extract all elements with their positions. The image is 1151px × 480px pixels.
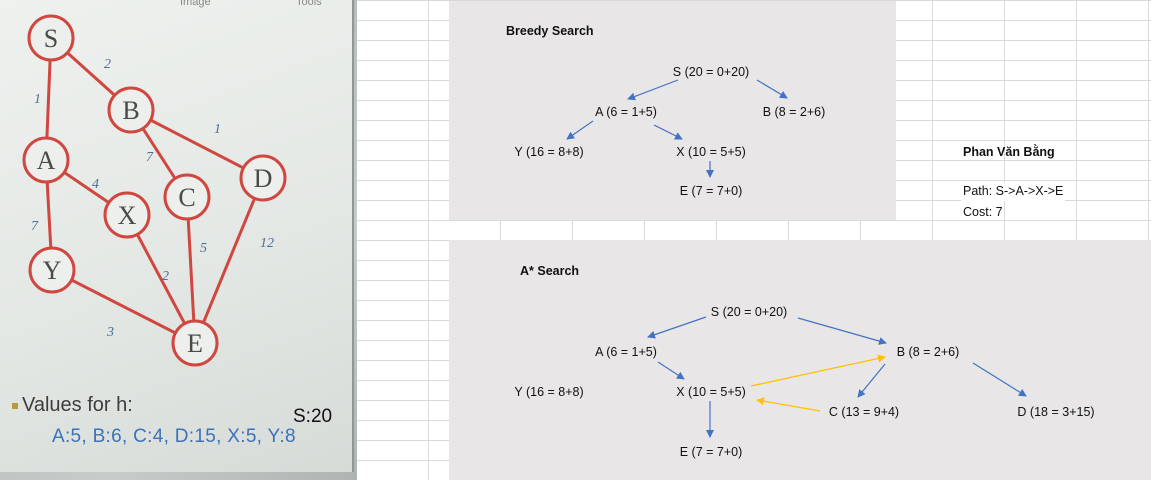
graph-node-a: [22, 136, 70, 184]
start-heuristic-value: S:20: [293, 406, 333, 427]
graph-node-label: S: [44, 24, 58, 53]
astar-node-b: B (8 = 2+6): [896, 345, 960, 359]
graph-node-label: A: [37, 146, 56, 175]
edge-weight-label: 1: [34, 92, 41, 107]
graph-node-label: B: [122, 96, 139, 125]
author-name: Phan Văn Bằng: [963, 145, 1055, 159]
astar-node-x: X (10 = 5+5): [676, 385, 746, 399]
graph-edges: [44, 36, 265, 345]
astar-node-y: Y (16 = 8+8): [514, 385, 584, 399]
greedy-title: Breedy Search: [506, 24, 594, 38]
edge-weight-label: 7: [31, 219, 39, 234]
greedy-node-x: X (10 = 5+5): [676, 145, 746, 159]
values-title: Values for h:: [12, 394, 133, 417]
graph-node-x: [103, 191, 151, 239]
graph-node-s: [27, 14, 75, 62]
graph-node-e: [171, 319, 219, 367]
graph-node-label: Y: [43, 256, 62, 285]
result-path: Path: S->A->X->E: [963, 184, 1064, 198]
graph-node-b: [107, 86, 155, 134]
edge-weight-label: 2: [162, 269, 169, 284]
edge-weight-label: 2: [104, 57, 111, 72]
path-cell-bg: [961, 183, 1065, 201]
edge-weight-label: 5: [200, 241, 207, 256]
astar-title: A* Search: [520, 264, 580, 278]
bullet-icon: [12, 402, 18, 409]
astar-node-d: D (18 = 3+15): [1017, 405, 1095, 419]
greedy-node-a: A (6 = 1+5): [595, 105, 657, 119]
values-title-text: Values for h:: [22, 394, 133, 416]
photo-top-label-image: Image: [180, 0, 211, 8]
graph-node-label: D: [254, 164, 273, 193]
greedy-node-e: E (7 = 7+0): [679, 184, 743, 198]
graph-photo: Image Tools S B A: [0, 0, 357, 480]
astar-node-e: E (7 = 7+0): [679, 445, 743, 459]
edge-weight-label: 3: [106, 325, 114, 340]
edge-y-e: [51, 268, 196, 345]
greedy-node-s: S (20 = 0+20): [672, 65, 750, 79]
graph-node-y: [28, 246, 76, 294]
greedy-node-b: B (8 = 2+6): [762, 105, 826, 119]
astar-node-c: C (13 = 9+4): [828, 405, 900, 419]
edge-weight-label: 7: [146, 150, 154, 165]
edge-x-e: [125, 214, 197, 344]
greedy-node-y: Y (16 = 8+8): [514, 145, 584, 159]
edge-weight-label: 12: [260, 236, 274, 251]
greedy-search-panel[interactable]: [449, 1, 896, 220]
edge-b-d: [130, 108, 264, 180]
graph-node-d: [239, 154, 287, 202]
edge-weight-label: 4: [92, 177, 99, 192]
graph-node-c: [163, 173, 211, 221]
astar-node-s: S (20 = 0+20): [710, 305, 788, 319]
paper-sheet: Image Tools: [0, 0, 354, 472]
graph-node-label: X: [118, 201, 137, 230]
graph-drawing: S B A C X D Y E 2 1 7 1 4 7 5 2 12 3: [22, 14, 287, 367]
graph-node-label: E: [187, 329, 203, 358]
graph-node-label: C: [178, 183, 195, 212]
astar-node-a: A (6 = 1+5): [595, 345, 657, 359]
heuristic-values: A:5, B:6, C:4, D:15, X:5, Y:8: [52, 426, 296, 447]
edge-c-e: [185, 196, 197, 344]
edge-weight-label: 1: [214, 122, 221, 137]
result-cost: Cost: 7: [963, 205, 1003, 219]
photo-top-label-tools: Tools: [296, 0, 322, 8]
edge-d-e: [193, 177, 265, 344]
